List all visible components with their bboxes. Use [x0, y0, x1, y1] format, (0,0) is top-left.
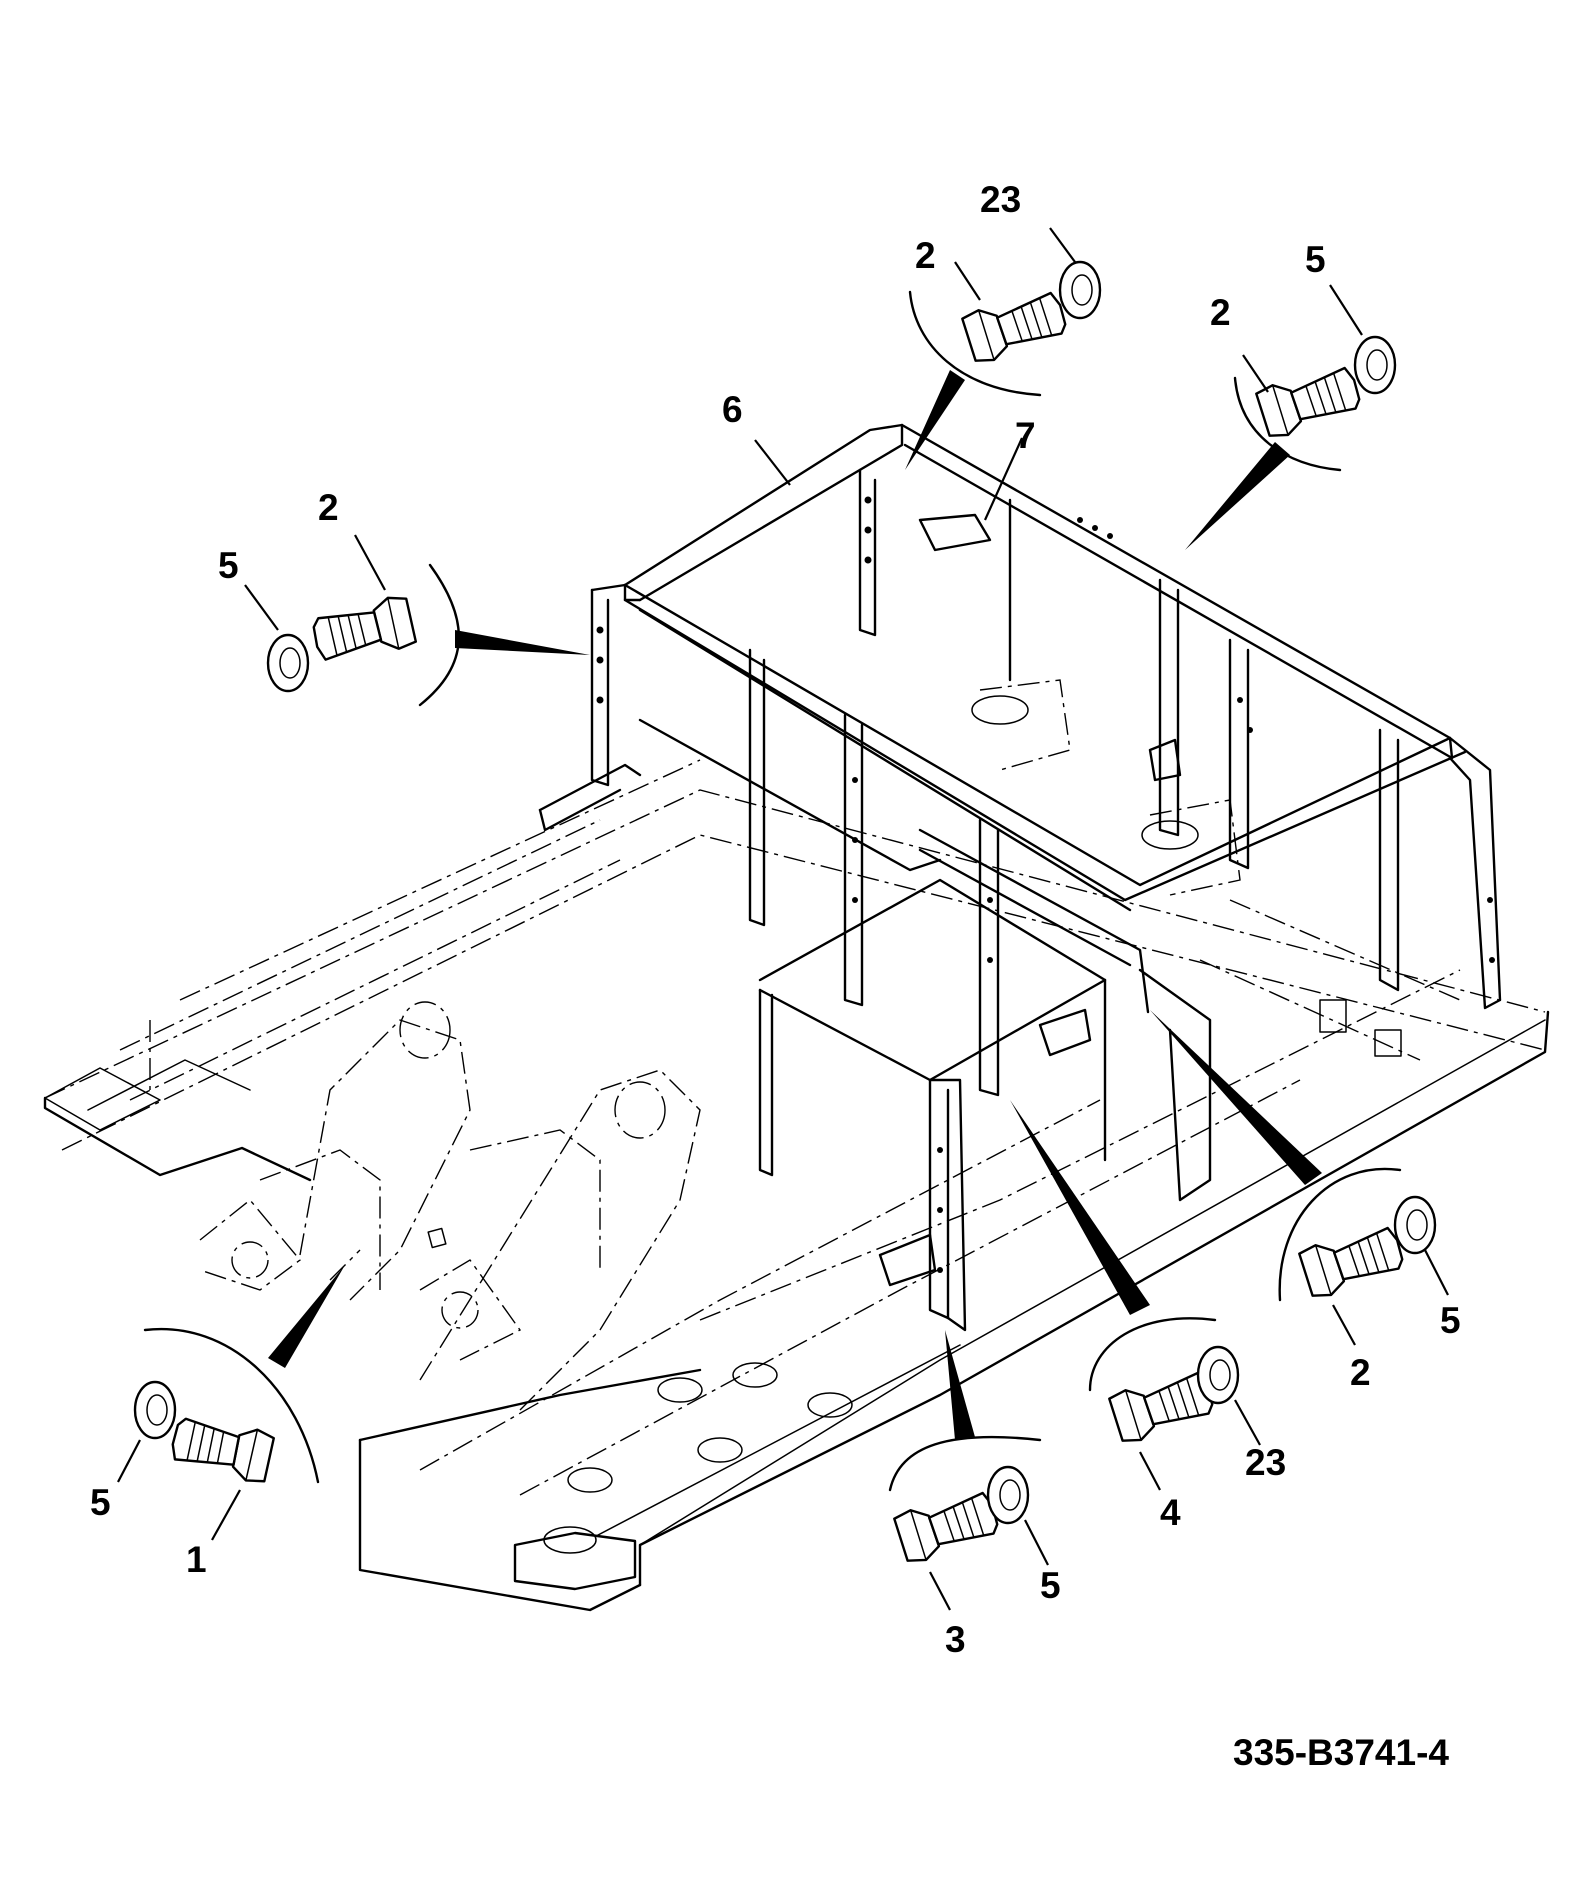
callout-23-bottom: 23 — [1245, 1442, 1286, 1483]
fastener-group-top-center — [905, 227, 1102, 470]
cab-frame — [538, 423, 1502, 1332]
fastener-group-bottom-center — [888, 1330, 1049, 1611]
callout-6: 6 — [722, 389, 743, 430]
fastener-group-bottom-left — [117, 1249, 361, 1541]
callouts: 23 2 5 2 6 7 2 5 5 2 5 1 23 4 5 3 — [90, 179, 1461, 1660]
callout-5-right: 5 — [1440, 1300, 1461, 1341]
callout-5-top-right: 5 — [1305, 239, 1326, 280]
callout-2-right: 2 — [1350, 1352, 1371, 1393]
callout-23-top: 23 — [980, 179, 1021, 220]
callout-7: 7 — [1015, 415, 1036, 456]
chassis-outline — [43, 679, 1550, 1612]
callout-3: 3 — [945, 1619, 966, 1660]
callout-5-left: 5 — [218, 545, 239, 586]
callout-5-bottom-center: 5 — [1040, 1565, 1061, 1606]
callout-4: 4 — [1160, 1492, 1181, 1533]
callout-1: 1 — [186, 1539, 207, 1580]
fastener-group-left — [244, 534, 590, 707]
callout-leaders — [754, 437, 1024, 521]
fastener-group-top-right — [1185, 284, 1397, 550]
swing-bracket — [199, 1001, 701, 1411]
callout-2-top-right: 2 — [1210, 292, 1231, 333]
callout-5-bottom-left: 5 — [90, 1482, 111, 1523]
callout-2-left: 2 — [318, 487, 339, 528]
fastener-group-bottom-mid — [1010, 1100, 1261, 1491]
callout-2-top-center: 2 — [915, 235, 936, 276]
drawing-number: 335-B3741-4 — [1233, 1732, 1449, 1773]
fastener-group-right — [1150, 1010, 1449, 1346]
